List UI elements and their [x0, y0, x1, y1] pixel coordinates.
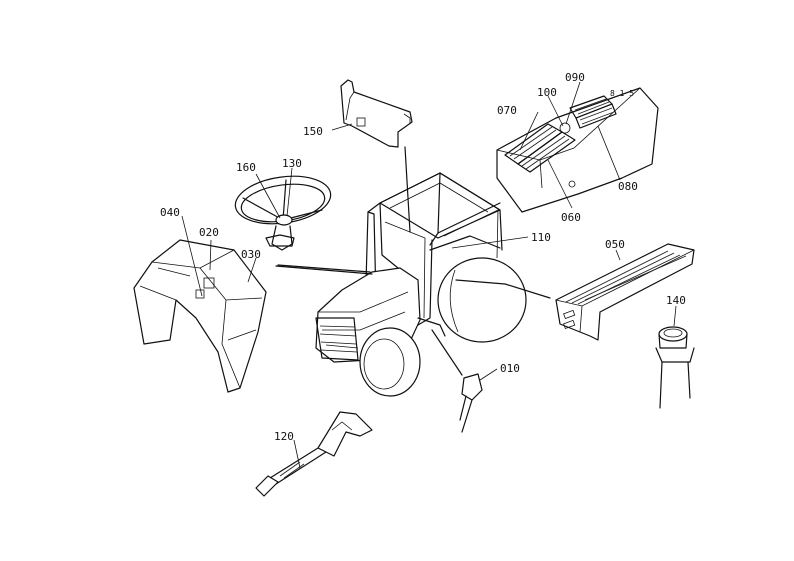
leader-030	[277, 264, 371, 273]
callout-100: 100	[537, 86, 557, 99]
callout-030: 030	[241, 248, 261, 261]
callout-labels: 040 020 030 160 130 150 070 100 090 080 …	[160, 71, 686, 443]
callout-110: 110	[531, 231, 551, 244]
part-140-knob	[655, 326, 695, 409]
callout-050: 050	[605, 238, 625, 251]
callout-020: 020	[199, 226, 219, 239]
callout-160: 160	[236, 161, 256, 174]
callout-040: 040	[160, 206, 180, 219]
svg-text:8 1 5: 8 1 5	[610, 89, 634, 98]
leader-lines	[181, 81, 677, 469]
leader-050	[455, 279, 551, 299]
part-050-floor-mat	[555, 243, 695, 341]
callout-070: 070	[497, 104, 517, 117]
callout-150: 150	[303, 125, 323, 138]
callout-010: 010	[500, 362, 520, 375]
part-150-panel	[331, 79, 413, 233]
callout-130: 130	[282, 157, 302, 170]
callout-080: 080	[618, 180, 638, 193]
part-010-knob	[431, 329, 483, 433]
part-dashboard-assembly: 8 1 5	[496, 87, 659, 213]
callout-060: 060	[561, 211, 581, 224]
part-120-lever	[255, 411, 373, 497]
tractor-body	[315, 172, 527, 397]
callout-120: 120	[274, 430, 294, 443]
part-rear-cover	[133, 239, 267, 393]
callout-090: 090	[565, 71, 585, 84]
callout-140: 140	[666, 294, 686, 307]
